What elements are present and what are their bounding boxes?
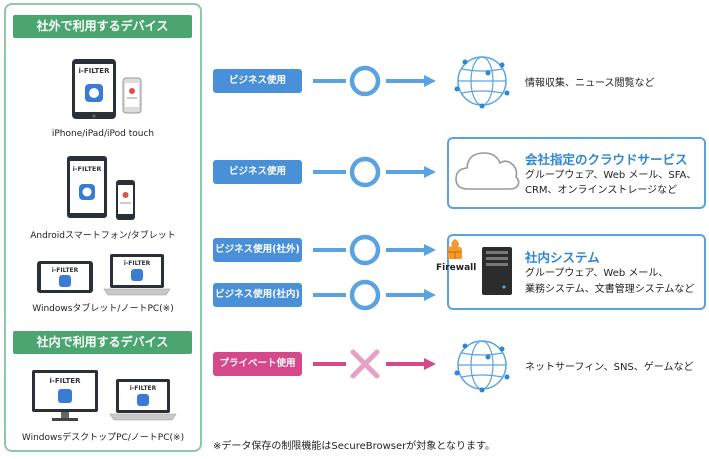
tag-business-2: ビジネス使用 [213, 160, 302, 184]
cloud-service-line-1: グループウェア、Web メール、SFA、 [525, 170, 697, 181]
tag-business-1: ビジネス使用 [213, 69, 302, 93]
windows-tablet-caption: Windowsタブレット/ノートPC(※) [32, 304, 174, 314]
firewall-icon [448, 239, 462, 259]
internal-devices-header: 社内で利用するデバイス [13, 331, 192, 354]
svg-text:i-FILTER: i-FILTER [73, 165, 102, 173]
firewall-label: Firewall [436, 263, 477, 273]
android-tablet-icon: i-FILTER [67, 156, 107, 218]
blocked-cross-icon [350, 349, 380, 379]
tag-business-internal: ビジネス使用(社内) [213, 283, 302, 307]
svg-text:i-FILTER: i-FILTER [52, 267, 79, 274]
row-4-connector [313, 279, 436, 311]
svg-text:i-FILTER: i-FILTER [79, 67, 111, 75]
arrow-right-icon [424, 289, 436, 301]
row-2-connector [313, 156, 436, 188]
svg-text:i-FILTER: i-FILTER [130, 385, 157, 392]
allowed-circle-icon [349, 234, 381, 266]
tag-private: プライベート使用 [213, 352, 302, 376]
android-caption: Androidスマートフォン/タブレット [30, 231, 176, 241]
external-devices-header: 社外で利用するデバイス [13, 15, 192, 38]
info-destination-label: 情報収集、ニュース閲覧など [525, 78, 655, 89]
cloud-icon [455, 152, 520, 190]
windows-desktop-icon: i-FILTER [32, 370, 98, 421]
device-panel [4, 3, 202, 452]
allowed-circle-icon [349, 279, 381, 311]
windows-tablet-icon: i-FILTER [37, 261, 93, 293]
ipad-icon: i-FILTER [72, 59, 116, 119]
row-5-connector [313, 349, 436, 379]
private-destination-label: ネットサーフィン、SNS、ゲームなど [525, 362, 694, 373]
svg-text:i-FILTER: i-FILTER [50, 377, 82, 385]
server-icon [482, 247, 512, 295]
svg-text:i-FILTER: i-FILTER [124, 260, 151, 267]
ios-caption: iPhone/iPad/iPod touch [51, 129, 155, 139]
row-1-connector [313, 65, 436, 97]
cloud-service-line-2: CRM、オンラインストレージなど [525, 185, 678, 196]
windows-notebook-icon-2: i-FILTER [109, 379, 177, 421]
globe-icon [454, 56, 510, 109]
arrow-right-icon [424, 166, 436, 178]
iphone-icon [122, 77, 142, 114]
internal-system-line-2: 業務システム、文書管理システムなど [525, 284, 695, 295]
allowed-circle-icon [349, 65, 381, 97]
footnote: ※データ保存の制限機能はSecureBrowserが対象となります。 [213, 441, 495, 452]
arrow-right-icon [424, 244, 436, 256]
tag-business-external: ビジネス使用(社外) [213, 238, 302, 262]
allowed-circle-icon [349, 156, 381, 188]
globe-icon-private [454, 340, 510, 393]
arrow-right-icon [424, 75, 436, 87]
internal-system-title: 社内システム [525, 250, 600, 265]
windows-notebook-icon: i-FILTER [103, 254, 171, 296]
windows-desktop-caption: WindowsデスクトップPC/ノートPC(※) [21, 433, 185, 443]
arrow-right-icon [424, 358, 436, 370]
cloud-service-title: 会社指定のクラウドサービス [525, 152, 688, 167]
internal-system-line-1: グループウェア、Web メール、 [525, 268, 669, 279]
internal-system-box [447, 234, 706, 310]
android-phone-icon [116, 180, 135, 220]
row-3-connector [313, 234, 436, 266]
